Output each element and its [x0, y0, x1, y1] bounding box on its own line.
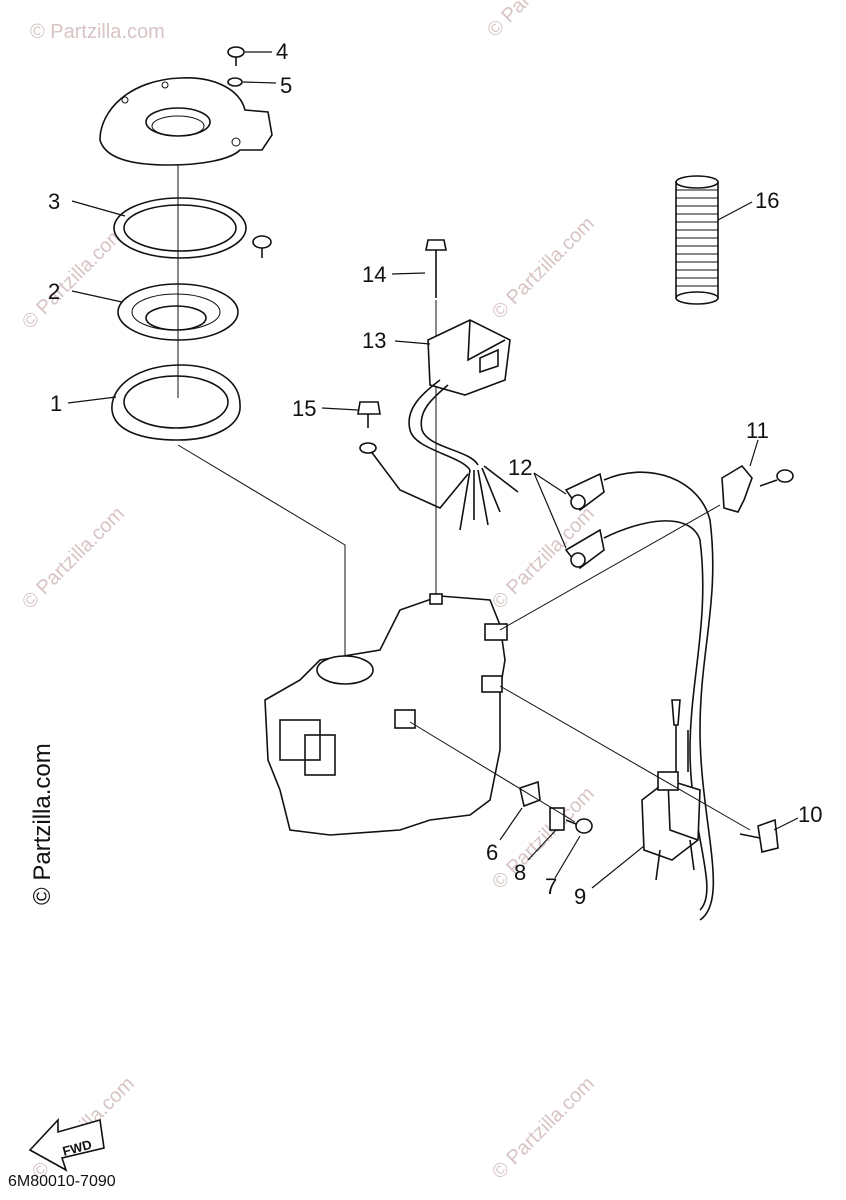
callout-5: 5	[280, 73, 292, 98]
watermark: © Partzilla.com	[18, 503, 129, 614]
callout-4: 4	[276, 39, 288, 64]
watermark: © Partzilla.com	[488, 213, 599, 324]
callout-14: 14	[362, 262, 386, 287]
hose-16	[675, 175, 719, 305]
assembly-line-1	[177, 444, 346, 660]
ht-lead	[603, 520, 708, 911]
clamp-11	[721, 464, 753, 513]
plug-cap-12a	[564, 472, 605, 512]
screw-4	[227, 46, 245, 66]
diagram-code: 6M80010-7090	[8, 1173, 116, 1190]
callout-2: 2	[48, 279, 60, 304]
fwd-label: FWD	[61, 1137, 93, 1159]
ht-lead	[603, 471, 715, 921]
magneto-base	[99, 77, 273, 166]
ignition-coil-9	[641, 699, 701, 881]
watermarks: © Partzilla.com © Partzilla.com © Partzi…	[18, 0, 599, 1184]
watermark: © Partzilla.com	[488, 1073, 599, 1184]
callout-1: 1	[50, 391, 62, 416]
assembly-line-9	[499, 685, 751, 831]
powerhead	[264, 593, 508, 836]
bolt-15	[357, 401, 381, 454]
bolt-7	[565, 818, 593, 834]
washer-5	[227, 77, 243, 87]
bracket-6	[519, 780, 541, 808]
callout-6: 6	[486, 840, 498, 865]
fwd-arrow: FWD	[28, 1117, 105, 1172]
callout-3: 3	[48, 189, 60, 214]
watermark: © Partzilla.com	[483, 0, 594, 42]
bolt-10	[739, 818, 779, 853]
callout-10: 10	[798, 802, 822, 827]
watermark: © Partzilla.com	[488, 783, 599, 894]
callout-12: 12	[508, 455, 532, 480]
assembly-line-11	[499, 504, 721, 631]
callout-numbers: 1 2 3 4 5 6 7 8 9 10 11 12 13 14 15 16	[48, 39, 822, 909]
screw-small	[252, 235, 272, 258]
callout-11: 11	[746, 418, 769, 443]
watermark-vertical: © Partzilla.com	[29, 743, 56, 905]
callout-7: 7	[545, 874, 557, 899]
cdi-unit-13	[369, 319, 519, 531]
ring-3	[113, 197, 247, 259]
plug-cap-12b	[564, 528, 605, 570]
watermark: © Partzilla.com	[18, 223, 129, 334]
bolt-14	[425, 239, 447, 298]
callout-15: 15	[292, 396, 316, 421]
callout-16: 16	[755, 188, 779, 213]
screw-11	[759, 469, 794, 487]
callout-13: 13	[362, 328, 386, 353]
watermark: © Partzilla.com	[30, 21, 165, 43]
callout-9: 9	[574, 884, 586, 909]
gasket-1	[111, 364, 241, 441]
leader-lines	[67, 51, 799, 889]
callout-8: 8	[514, 860, 526, 885]
assembly-line-6	[409, 721, 576, 823]
